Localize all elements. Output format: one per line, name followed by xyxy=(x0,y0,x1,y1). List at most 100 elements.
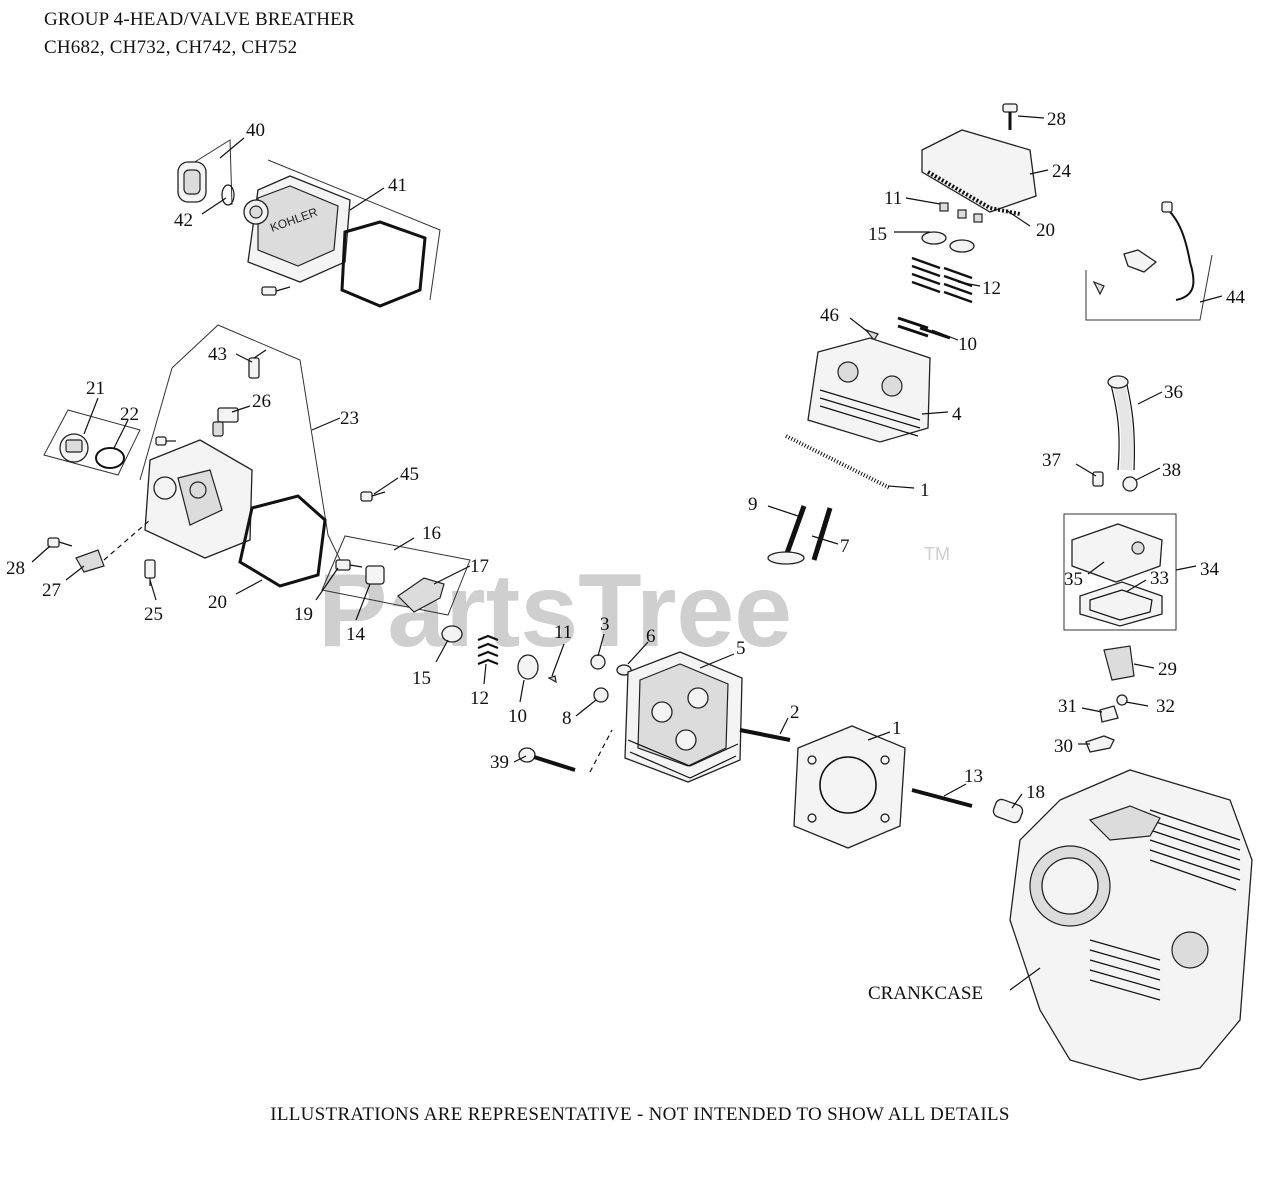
diagram-header: GROUP 4-HEAD/VALVE BREATHER CH682, CH732… xyxy=(44,6,355,62)
cylinder-head-4-icon xyxy=(807,337,931,443)
model-list: CH682, CH732, CH742, CH752 xyxy=(44,37,298,58)
callout-38: 38 xyxy=(1162,460,1181,481)
callout-2: 2 xyxy=(790,702,800,723)
callout-32: 32 xyxy=(1156,696,1175,717)
callout-34: 34 xyxy=(1200,559,1220,580)
pivot-icon xyxy=(365,565,385,585)
callout-3: 3 xyxy=(600,614,610,635)
callout-45: 45 xyxy=(400,464,419,485)
callout-17: 17 xyxy=(470,556,489,577)
leader-lines xyxy=(31,115,1223,991)
valve-cover-gasket-icon xyxy=(340,220,427,308)
callout-31: 31 xyxy=(1058,696,1077,717)
sensor-bracket-icon xyxy=(1123,249,1158,273)
callout-1: 1 xyxy=(920,480,930,501)
breather-tube-icon xyxy=(1107,375,1135,471)
screw-32-icon xyxy=(1116,694,1128,706)
rocker-cover-24-icon xyxy=(921,129,1037,213)
callout-6: 6 xyxy=(646,626,656,647)
breather-cover-assembly xyxy=(43,324,386,588)
screw-45-icon xyxy=(360,491,386,502)
valve-seal-10-icon xyxy=(517,654,539,680)
valve-train-parts xyxy=(441,625,632,773)
disclaimer-footer: ILLUSTRATIONS ARE REPRESENTATIVE - NOT I… xyxy=(270,1104,1010,1125)
breather-cap-icon xyxy=(177,161,207,203)
breather-gasket-icon xyxy=(238,494,327,588)
gasket-1b-icon xyxy=(785,434,891,490)
callout-20: 20 xyxy=(1036,220,1055,241)
callout-1b: 1 xyxy=(892,718,902,739)
part-46-icon xyxy=(864,328,879,342)
callout-18: 18 xyxy=(1026,782,1045,803)
callout-42: 42 xyxy=(174,210,193,231)
callout-28: 28 xyxy=(1047,109,1066,130)
wiring-harness-assembly xyxy=(1085,201,1213,321)
callout-39: 39 xyxy=(490,752,509,773)
callout-36: 36 xyxy=(1164,382,1183,403)
rocker-arm-icon xyxy=(397,577,445,613)
fitting-25-icon xyxy=(144,559,156,586)
callout-numbers: 40 42 41 28 24 11 20 15 12 44 46 10 4 1 … xyxy=(6,109,1246,803)
watermark-brand: PartsTree xyxy=(318,553,792,669)
callout-41: 41 xyxy=(388,175,407,196)
callout-14: 14 xyxy=(346,624,366,645)
callout-4: 4 xyxy=(952,404,962,425)
callout-33: 33 xyxy=(1150,568,1169,589)
valve-springs-12b-icon xyxy=(911,256,973,304)
callout-16: 16 xyxy=(422,523,441,544)
callout-12b: 12 xyxy=(470,688,489,709)
callout-15: 15 xyxy=(868,224,887,245)
lifter-18-icon xyxy=(992,798,1024,824)
upper-valve-parts xyxy=(767,103,1037,565)
callout-23: 23 xyxy=(340,408,359,429)
cover-screw-icon xyxy=(261,286,291,296)
callout-37: 37 xyxy=(1042,450,1061,471)
callout-15b: 15 xyxy=(412,668,431,689)
valve-cover-icon: KOHLER xyxy=(243,175,351,283)
clip-30-icon xyxy=(1085,735,1115,753)
clamp-38-icon xyxy=(1122,476,1138,492)
filter-29-icon xyxy=(1103,645,1135,681)
callout-5: 5 xyxy=(736,638,746,659)
callout-28b: 28 xyxy=(6,558,25,579)
rocker-arm-assembly xyxy=(321,535,471,616)
valve-spring-12-icon xyxy=(477,634,499,666)
fitting-26-icon xyxy=(212,407,239,437)
retainer-15-icon xyxy=(441,625,463,643)
callout-20b: 20 xyxy=(208,592,227,613)
callout-10: 10 xyxy=(958,334,977,355)
callout-40: 40 xyxy=(246,120,265,141)
watermark-trademark: TM xyxy=(924,544,950,564)
callout-30: 30 xyxy=(1054,736,1073,757)
screw-icon xyxy=(155,436,176,446)
callout-21: 21 xyxy=(86,378,105,399)
guide-8-icon xyxy=(593,687,609,703)
breather-cover-icon xyxy=(144,439,253,559)
breather-filter-frame xyxy=(43,409,141,476)
callout-7: 7 xyxy=(840,536,850,557)
nut-3-icon xyxy=(590,654,606,670)
callout-8: 8 xyxy=(562,708,572,729)
callout-43: 43 xyxy=(208,344,227,365)
callout-24: 24 xyxy=(1052,161,1072,182)
o-ring-icon xyxy=(221,184,235,206)
fitting-43-icon xyxy=(248,349,267,379)
callout-13: 13 xyxy=(964,766,983,787)
callout-12: 12 xyxy=(982,278,1001,299)
callout-11b: 11 xyxy=(554,622,572,643)
callout-22: 22 xyxy=(120,404,139,425)
valves-9-7-icon xyxy=(767,505,833,565)
crankcase-icon xyxy=(1009,769,1253,1081)
screw-37-icon xyxy=(1092,471,1104,487)
head-gasket-icon xyxy=(793,725,906,849)
valve-cover-assembly: KOHLER xyxy=(177,139,441,308)
screw-28-icon xyxy=(47,537,73,548)
valve-seals-10b-icon xyxy=(897,316,951,340)
callout-35: 35 xyxy=(1064,569,1083,590)
callout-9: 9 xyxy=(748,494,758,515)
callout-25: 25 xyxy=(144,604,163,625)
callout-29: 29 xyxy=(1158,659,1177,680)
group-title: GROUP 4-HEAD/VALVE BREATHER xyxy=(44,9,355,30)
callout-46: 46 xyxy=(820,305,839,326)
